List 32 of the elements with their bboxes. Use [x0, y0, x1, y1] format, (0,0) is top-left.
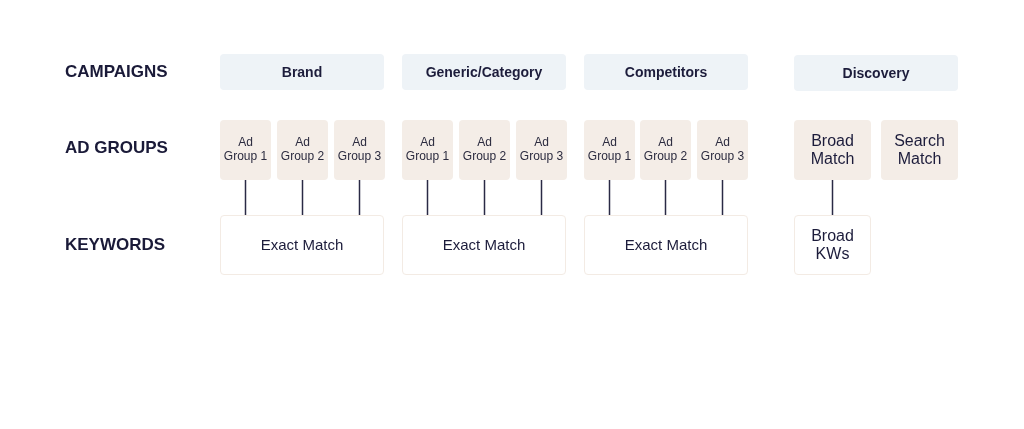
connector-line	[358, 179, 361, 216]
campaign-box: Discovery	[794, 55, 958, 91]
connector-line	[244, 179, 247, 216]
keyword-box: Broad KWs	[794, 215, 871, 275]
ad-group-box: Ad Group 1	[584, 120, 635, 180]
connector-line	[483, 179, 486, 216]
ad-group-box: Ad Group 1	[402, 120, 453, 180]
ad-group-box: Ad Group 2	[277, 120, 328, 180]
connector-line	[301, 179, 304, 216]
ad-group-box: Broad Match	[794, 120, 871, 180]
ad-group-box: Search Match	[881, 120, 958, 180]
connector-line	[608, 179, 611, 216]
keyword-box: Exact Match	[584, 215, 748, 275]
connector-line	[721, 179, 724, 216]
row-heading: AD GROUPS	[65, 138, 168, 158]
connector-line	[664, 179, 667, 216]
row-heading: CAMPAIGNS	[65, 62, 168, 82]
ad-group-box: Ad Group 3	[697, 120, 748, 180]
campaign-box: Brand	[220, 54, 384, 90]
connector-line	[426, 179, 429, 216]
ad-group-box: Ad Group 2	[459, 120, 510, 180]
ad-group-box: Ad Group 2	[640, 120, 691, 180]
keyword-box: Exact Match	[220, 215, 384, 275]
keyword-box: Exact Match	[402, 215, 566, 275]
connector-line	[831, 179, 834, 216]
ad-group-box: Ad Group 1	[220, 120, 271, 180]
connector-line	[540, 179, 543, 216]
campaign-box: Generic/Category	[402, 54, 566, 90]
campaign-box: Competitors	[584, 54, 748, 90]
ad-group-box: Ad Group 3	[334, 120, 385, 180]
row-heading: KEYWORDS	[65, 235, 166, 255]
ad-group-box: Ad Group 3	[516, 120, 567, 180]
